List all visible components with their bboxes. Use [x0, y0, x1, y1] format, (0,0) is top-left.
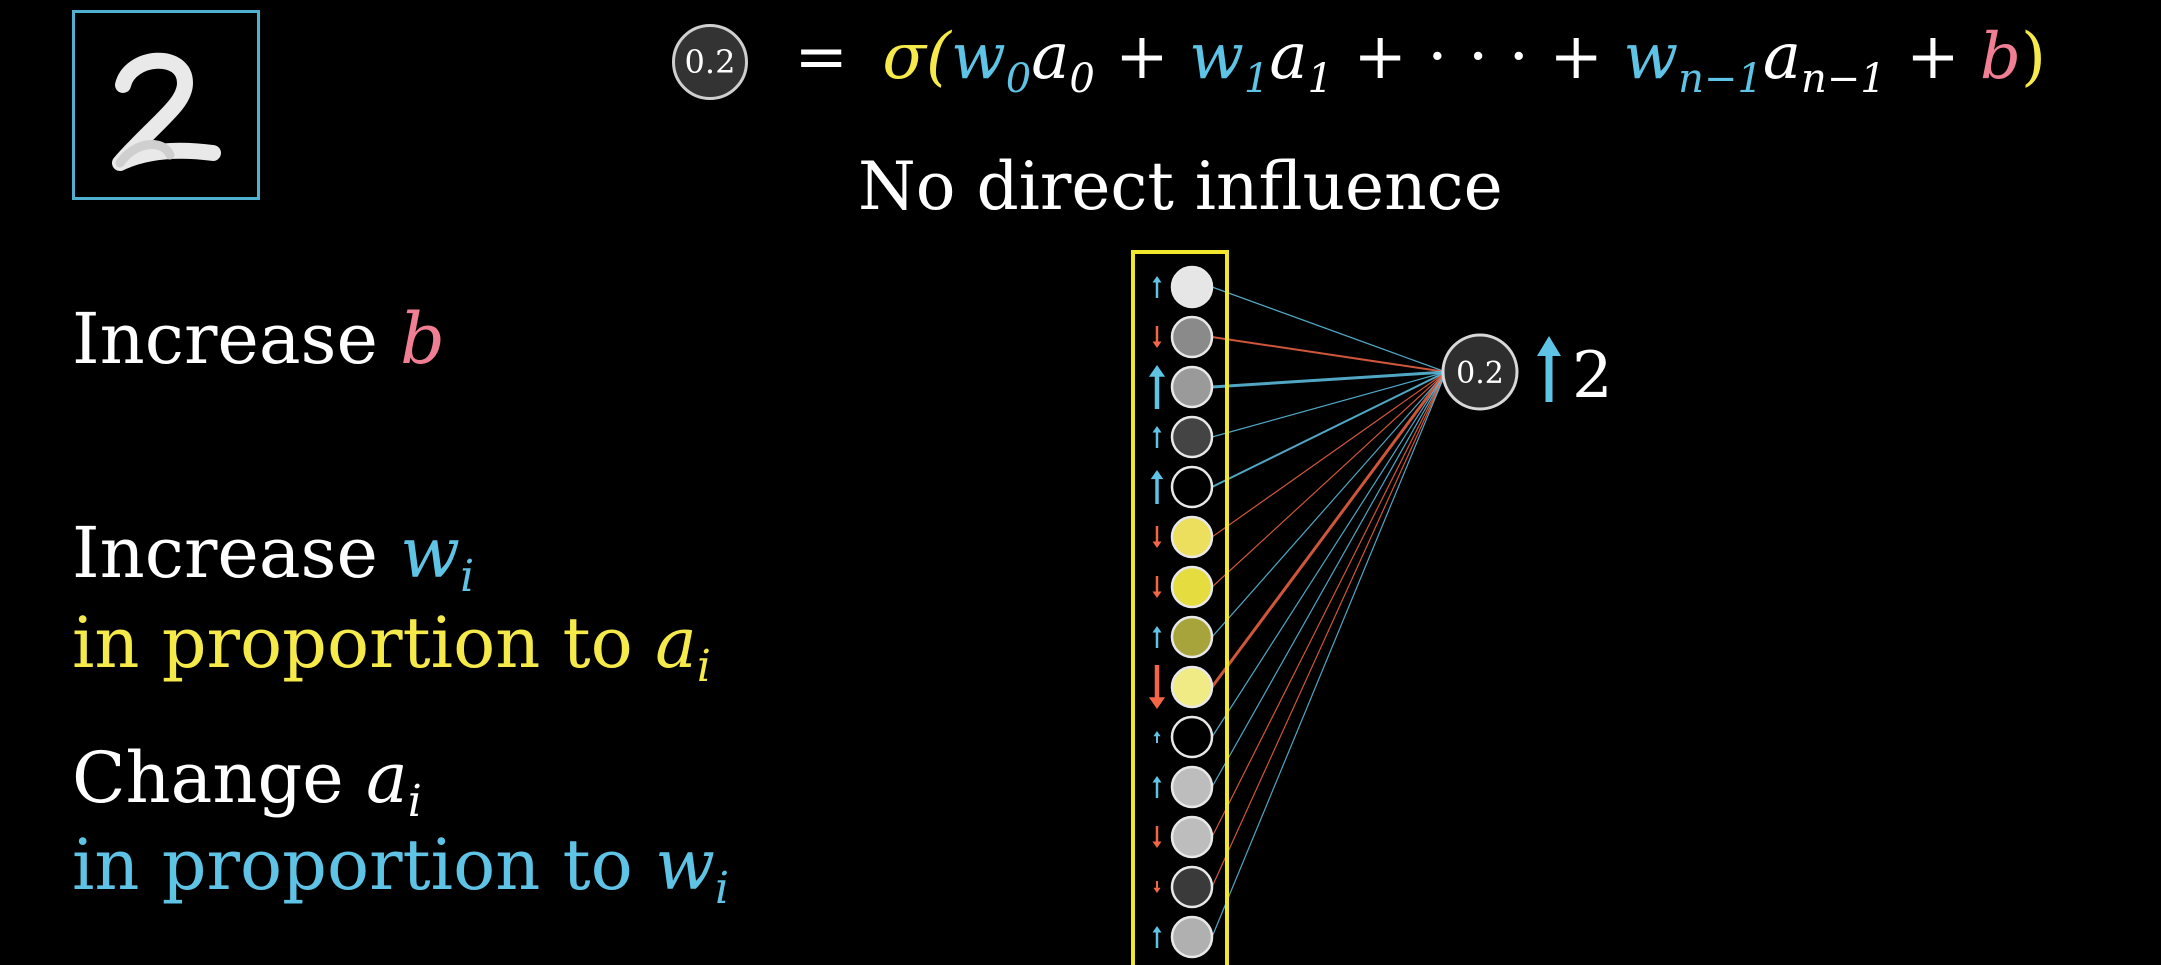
proportion-to-weight-line: in proportion to wi — [72, 824, 730, 914]
digit-image-box — [72, 10, 260, 200]
neuron-circle — [1170, 615, 1214, 659]
connection-line — [1211, 371, 1447, 538]
nudge-down-arrow-icon — [1148, 665, 1166, 709]
activation-an: an−1 — [1762, 20, 1886, 102]
output-neuron-circle — [1441, 333, 1519, 411]
close-paren: ) — [2021, 20, 2046, 94]
highlight-box — [1131, 250, 1229, 965]
connection-line — [1211, 371, 1447, 588]
nudge-down-arrow-icon — [1152, 826, 1162, 848]
input-neurons — [1148, 265, 1214, 959]
handwritten-two-image — [112, 52, 221, 171]
nudge-down-arrow-icon — [1152, 326, 1162, 348]
neuron-circle — [1170, 265, 1214, 309]
output-up-arrow-icon — [1537, 336, 1561, 402]
weighted-sum-equation: 0.2 = σ(w0a0 + w1a1 + · · · + wn−1an−1 +… — [672, 12, 2046, 102]
connection-line — [1211, 371, 1447, 938]
output-label: 2 — [1572, 339, 1613, 413]
input-neuron — [1153, 715, 1214, 759]
activation-a1: a1 — [1269, 20, 1333, 102]
input-neuron — [1152, 815, 1214, 859]
neuron-circle — [1170, 915, 1214, 959]
neuron-circle — [1170, 465, 1214, 509]
proportion-to-activation-line: in proportion to ai — [72, 602, 711, 692]
ellipsis-plus: + · · · + — [1332, 20, 1624, 94]
neuron-circle — [1170, 415, 1214, 459]
input-neuron — [1148, 365, 1214, 409]
weight-wn: wn−1 — [1623, 20, 1763, 102]
nudge-up-arrow-icon — [1152, 926, 1162, 948]
neuron-circle — [1170, 815, 1214, 859]
bias-b: b — [1980, 20, 2021, 94]
input-neuron — [1152, 415, 1214, 459]
input-neuron — [1152, 615, 1214, 659]
neuron-circle — [1170, 665, 1214, 709]
change-activation-line: Change ai — [72, 737, 422, 827]
output-neuron: 0.2 — [1441, 333, 1519, 411]
input-neuron — [1152, 565, 1214, 609]
plus-sign: + — [1094, 20, 1190, 94]
input-neuron — [1152, 765, 1214, 809]
sigma-function: σ( — [882, 20, 951, 94]
plus-sign: + — [1885, 20, 1981, 94]
neuron-circle — [1170, 865, 1214, 909]
input-neuron — [1153, 865, 1214, 909]
increase-bias-line: Increase b — [72, 298, 445, 380]
nudge-up-arrow-icon — [1148, 365, 1166, 409]
weight-w1: w1 — [1189, 20, 1270, 102]
connection-line — [1211, 371, 1447, 638]
diagram-heading: No direct influence — [858, 148, 1503, 225]
connection-line — [1211, 336, 1447, 373]
connection-line — [1210, 371, 1448, 688]
neuron-circle — [1170, 515, 1214, 559]
input-neuron — [1152, 265, 1214, 309]
connection-line — [1211, 371, 1447, 888]
neuron-circle — [1170, 715, 1214, 759]
nudge-up-arrow-icon — [1152, 776, 1162, 798]
connection-line — [1211, 370, 1447, 389]
connection-line — [1211, 371, 1447, 438]
nudge-down-arrow-icon — [1152, 526, 1162, 548]
nudge-up-arrow-icon — [1150, 470, 1164, 504]
connection-line — [1211, 371, 1447, 488]
nudge-up-arrow-icon — [1153, 731, 1161, 743]
connection-line — [1211, 371, 1447, 788]
output-neuron-value: 0.2 — [1456, 356, 1504, 391]
activation-a0: a0 — [1031, 20, 1095, 102]
nudge-up-arrow-icon — [1152, 626, 1162, 648]
input-neuron — [1152, 915, 1214, 959]
nudge-down-arrow-icon — [1153, 881, 1161, 893]
input-neuron — [1148, 665, 1214, 709]
connection-line — [1211, 286, 1447, 373]
nudge-up-arrow-icon — [1152, 276, 1162, 298]
input-neuron — [1150, 465, 1214, 509]
weight-w0: w0 — [950, 20, 1032, 102]
input-neuron — [1152, 515, 1214, 559]
neuron-circle — [1170, 765, 1214, 809]
increase-weight-line: Increase wi — [72, 512, 475, 602]
connections — [1210, 286, 1448, 938]
connection-line — [1211, 371, 1447, 738]
neuron-circle — [1170, 315, 1214, 359]
output-activation-badge: 0.2 — [672, 23, 748, 100]
nudge-up-arrow-icon — [1152, 426, 1162, 448]
connection-line — [1211, 371, 1447, 838]
input-neuron — [1152, 315, 1214, 359]
neuron-circle — [1170, 365, 1214, 409]
nudge-down-arrow-icon — [1152, 576, 1162, 598]
neuron-circle — [1170, 565, 1214, 609]
equals-sign: = — [794, 20, 848, 94]
